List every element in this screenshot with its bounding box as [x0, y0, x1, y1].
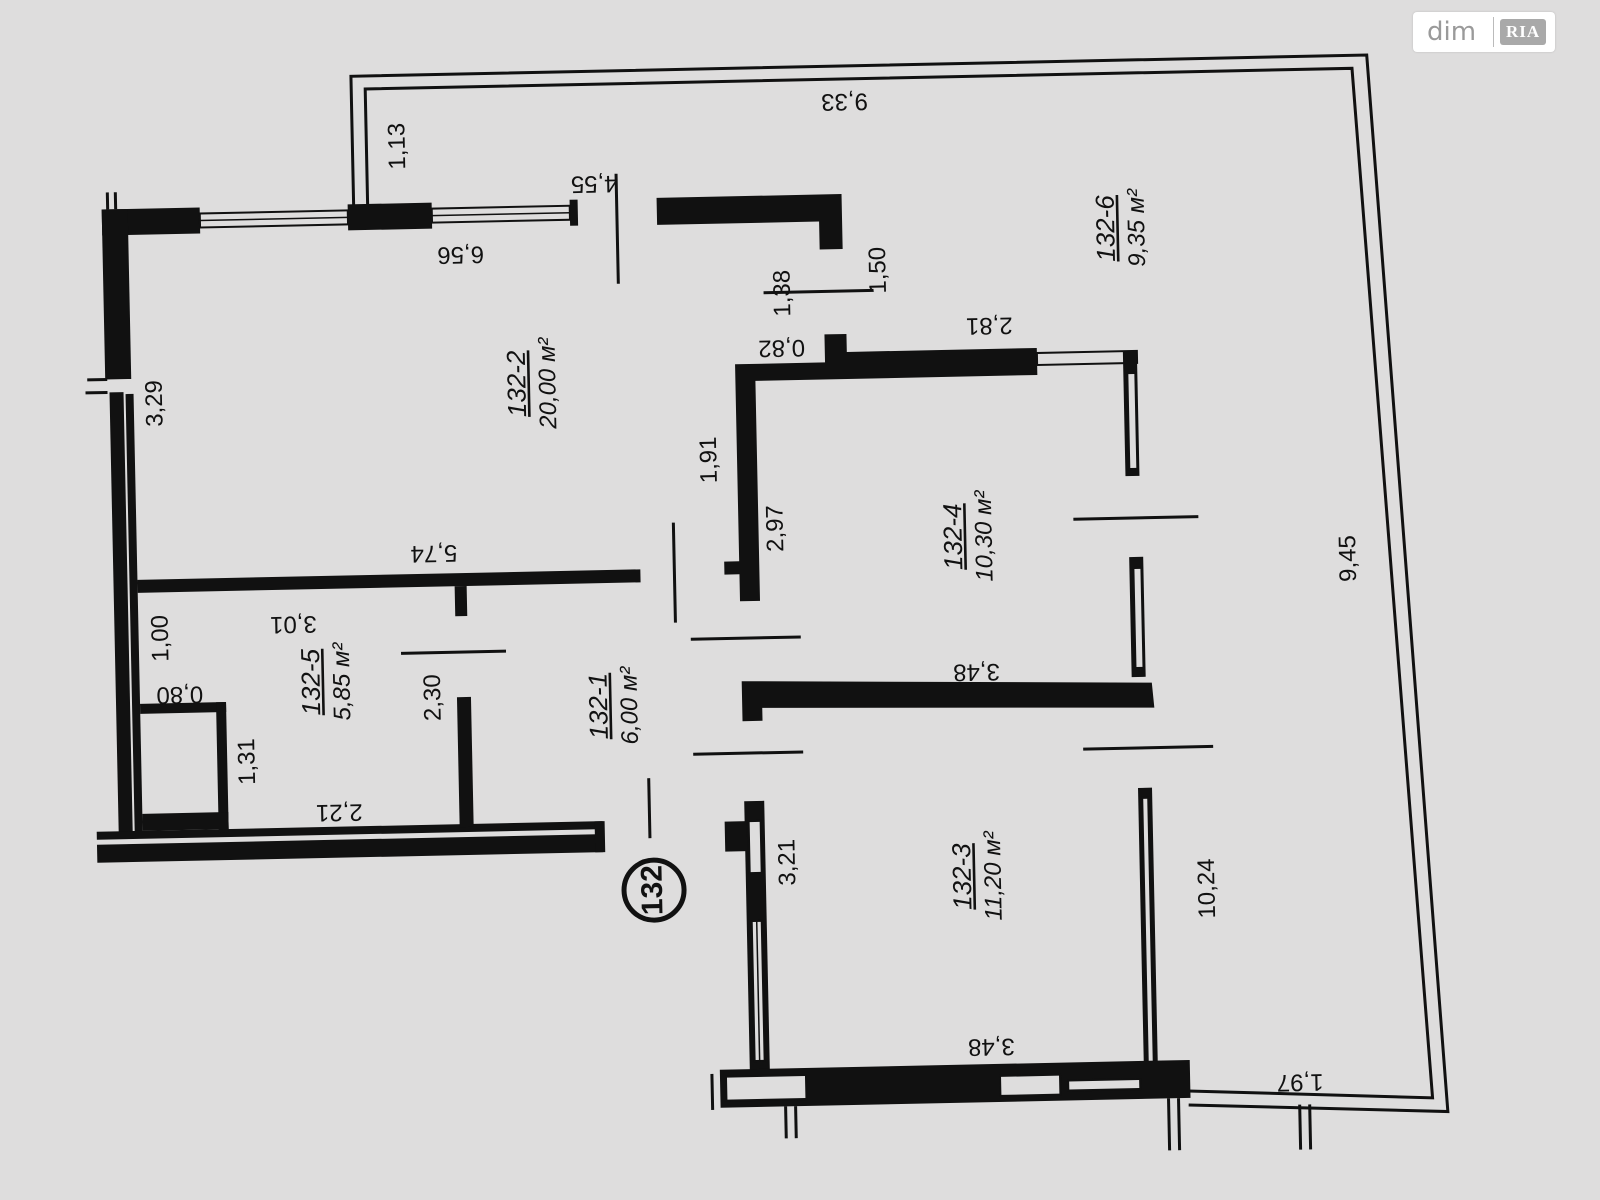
- room-area: 5,85 м²: [328, 641, 357, 720]
- watermark-divider: [1493, 17, 1494, 47]
- dim-label: 4,55: [571, 170, 618, 198]
- room-id: 132-4: [937, 503, 968, 570]
- apartment-number-badge: 132: [621, 857, 687, 923]
- dim-label: 0,82: [758, 334, 805, 362]
- dim-label: 2,30: [419, 674, 447, 721]
- apartment-number: 132: [635, 865, 669, 916]
- dim-label: 1,00: [147, 615, 175, 662]
- room-id: 132-2: [501, 350, 532, 418]
- dimension-labels: 9,33 1,13 4,55 6,56 1,38 1,50 0,82 2,81 …: [141, 87, 1362, 1096]
- room-area: 10,30 м²: [970, 489, 999, 582]
- room-id: 132-6: [1090, 194, 1121, 262]
- dim-label: 6,56: [437, 241, 484, 269]
- dim-label: 3,21: [773, 839, 801, 886]
- dim-label: 9,45: [1334, 535, 1362, 582]
- dim-label: 3,48: [968, 1033, 1015, 1061]
- walls: [85, 192, 1313, 1151]
- room-id: 132-5: [295, 648, 326, 716]
- dim-label: 1,31: [233, 738, 261, 785]
- dim-label: 2,21: [316, 798, 363, 826]
- room-label-132-4: 132-4 10,30 м²: [937, 489, 999, 582]
- dim-label: 0,80: [156, 681, 203, 709]
- room-label-132-3: 132-3 11,20 м²: [946, 830, 1008, 921]
- dim-label: 1,38: [768, 270, 796, 317]
- room-label-132-1: 132-1 6,00 м²: [582, 665, 644, 744]
- room-label-132-2: 132-2 20,00 м²: [501, 336, 563, 430]
- room-id: 132-3: [946, 843, 977, 911]
- room-label-132-5: 132-5 5,85 м²: [295, 641, 357, 720]
- terrace-outline: [349, 53, 1450, 1114]
- dim-label: 5,74: [410, 539, 457, 567]
- dim-label: 2,97: [761, 505, 789, 552]
- room-area: 20,00 м²: [533, 336, 562, 430]
- room-area: 11,20 м²: [979, 830, 1008, 921]
- room-area: 9,35 м²: [1122, 188, 1151, 267]
- dim-label: 1,13: [383, 123, 411, 170]
- dim-label: 1,50: [864, 247, 892, 294]
- dim-label: 9,33: [821, 87, 868, 115]
- dim-label: 2,81: [966, 311, 1013, 339]
- room-area: 6,00 м²: [615, 665, 644, 744]
- dim-label: 3,48: [953, 658, 1000, 686]
- dim-label: 3,01: [270, 610, 317, 638]
- dim-label: 10,24: [1193, 858, 1221, 919]
- watermark-badge: RIA: [1500, 19, 1547, 45]
- dim-label: 1,91: [695, 436, 723, 483]
- site-watermark: dim RIA: [1413, 12, 1555, 52]
- room-label-132-6: 132-6 9,35 м²: [1090, 188, 1152, 267]
- room-id: 132-1: [582, 673, 613, 740]
- dim-label: 3,29: [141, 380, 169, 427]
- watermark-brand: dim: [1427, 17, 1477, 47]
- door-markers: [400, 173, 1214, 839]
- dim-label: 1,97: [1277, 1068, 1324, 1096]
